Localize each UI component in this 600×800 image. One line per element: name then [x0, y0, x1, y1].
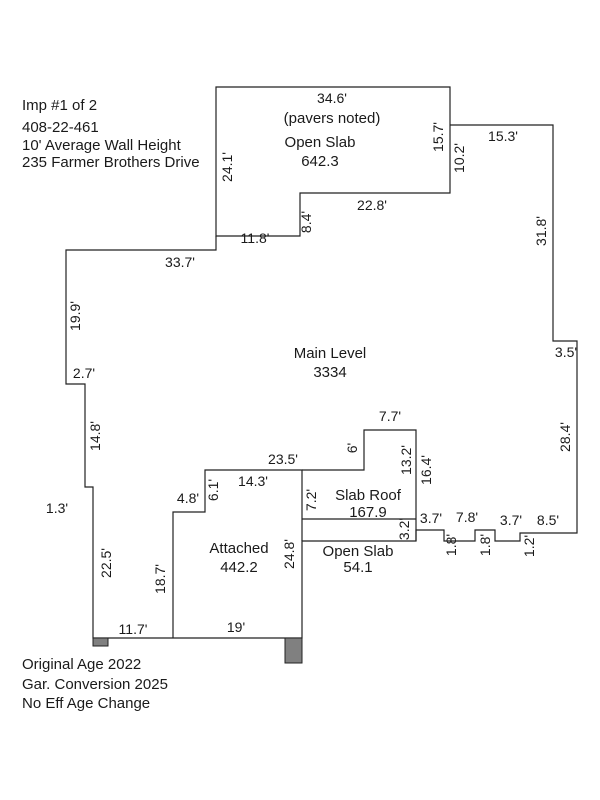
dim-label: 22.8': [357, 197, 387, 213]
dim-label: 19.9': [67, 301, 83, 331]
open-slab-bottom-value: 54.1: [343, 559, 372, 576]
dimension-labels-vertical: 24.1' 15.7' 10.2' 8.4' 31.8' 19.9' 28.4'…: [67, 122, 573, 594]
dim-label: 19': [227, 619, 245, 635]
dim-label: 18.7': [152, 564, 168, 594]
dim-label: 31.8': [533, 216, 549, 246]
dimension-labels: 34.6' 15.3' 22.8' 11.8' 33.7' 3.5' 2.7' …: [46, 90, 577, 637]
dim-label: 7.7': [379, 408, 401, 424]
dim-label: 15.3': [488, 128, 518, 144]
dim-label: 1.2': [521, 535, 537, 557]
header-line-4: 235 Farmer Brothers Drive: [22, 154, 200, 171]
dim-label: 23.5': [268, 451, 298, 467]
dim-label: 14.8': [87, 421, 103, 451]
slab-roof-name: Slab Roof: [335, 487, 402, 504]
dim-label: 3.7': [420, 510, 442, 526]
dim-label: 11.8': [241, 230, 270, 246]
dim-label: 28.4': [557, 422, 573, 452]
dim-label: 2.7': [73, 365, 95, 381]
dim-label: 13.2': [398, 445, 414, 475]
header-line-3: 10' Average Wall Height: [22, 137, 182, 154]
main-level-outline: [65, 124, 578, 639]
attached-garage-outline: [172, 469, 303, 638]
dim-label: 6': [344, 443, 360, 453]
slab-roof-value: 167.9: [349, 504, 387, 521]
dim-label: 3.2': [396, 518, 412, 540]
dim-label: 1.3': [46, 500, 68, 516]
dim-label: 1.8': [477, 534, 493, 556]
dim-label: 24.1': [219, 152, 235, 182]
area-attached: Attached 442.2: [209, 540, 268, 576]
dim-label: 1.8': [443, 534, 459, 556]
area-open-slab-top: (pavers noted) Open Slab 642.3: [284, 110, 381, 170]
area-open-slab-bottom: Open Slab 54.1: [323, 543, 394, 576]
dim-label: 7.2': [303, 489, 319, 511]
main-level-value: 3334: [313, 364, 346, 381]
dim-label: 4.8': [177, 490, 199, 506]
dim-label: 7.8': [456, 509, 478, 525]
dim-label: 14.3': [238, 473, 268, 489]
footer-line-2: Gar. Conversion 2025: [22, 676, 168, 693]
dim-label: 8.4': [298, 211, 314, 233]
header-block: Imp #1 of 2 408-22-461 10' Average Wall …: [22, 97, 200, 171]
dim-label: 16.4': [418, 455, 434, 485]
open-slab-top-note: (pavers noted): [284, 110, 381, 127]
corner-marker-left: [92, 637, 109, 647]
attached-name: Attached: [209, 540, 268, 557]
footer-line-1: Original Age 2022: [22, 656, 141, 673]
open-slab-bottom-name: Open Slab: [323, 543, 394, 560]
header-line-1: Imp #1 of 2: [22, 97, 97, 114]
dim-label: 33.7': [165, 254, 195, 270]
header-line-2: 408-22-461: [22, 119, 99, 136]
area-slab-roof: Slab Roof 167.9: [335, 487, 402, 521]
corner-marker-right: [284, 637, 303, 664]
area-main-level: Main Level 3334: [294, 345, 367, 381]
dim-label: 22.5': [98, 548, 114, 578]
footer-line-3: No Eff Age Change: [22, 695, 150, 712]
main-level-name: Main Level: [294, 345, 367, 362]
dim-label: 24.8': [281, 539, 297, 569]
dim-label: 3.5': [555, 344, 577, 360]
attached-value: 442.2: [220, 559, 258, 576]
open-slab-top-value: 642.3: [301, 153, 339, 170]
dim-label: 34.6': [317, 90, 347, 106]
footer-block: Original Age 2022 Gar. Conversion 2025 N…: [22, 656, 168, 712]
dim-label: 6.1': [205, 479, 221, 501]
dim-label: 11.7': [119, 621, 148, 637]
open-slab-top-name: Open Slab: [285, 134, 356, 151]
dim-label: 3.7': [500, 512, 522, 528]
dim-label: 10.2': [451, 143, 467, 173]
slab-roof-outline: [302, 429, 417, 541]
dim-label: 8.5': [537, 512, 559, 528]
dim-label: 15.7': [430, 122, 446, 152]
